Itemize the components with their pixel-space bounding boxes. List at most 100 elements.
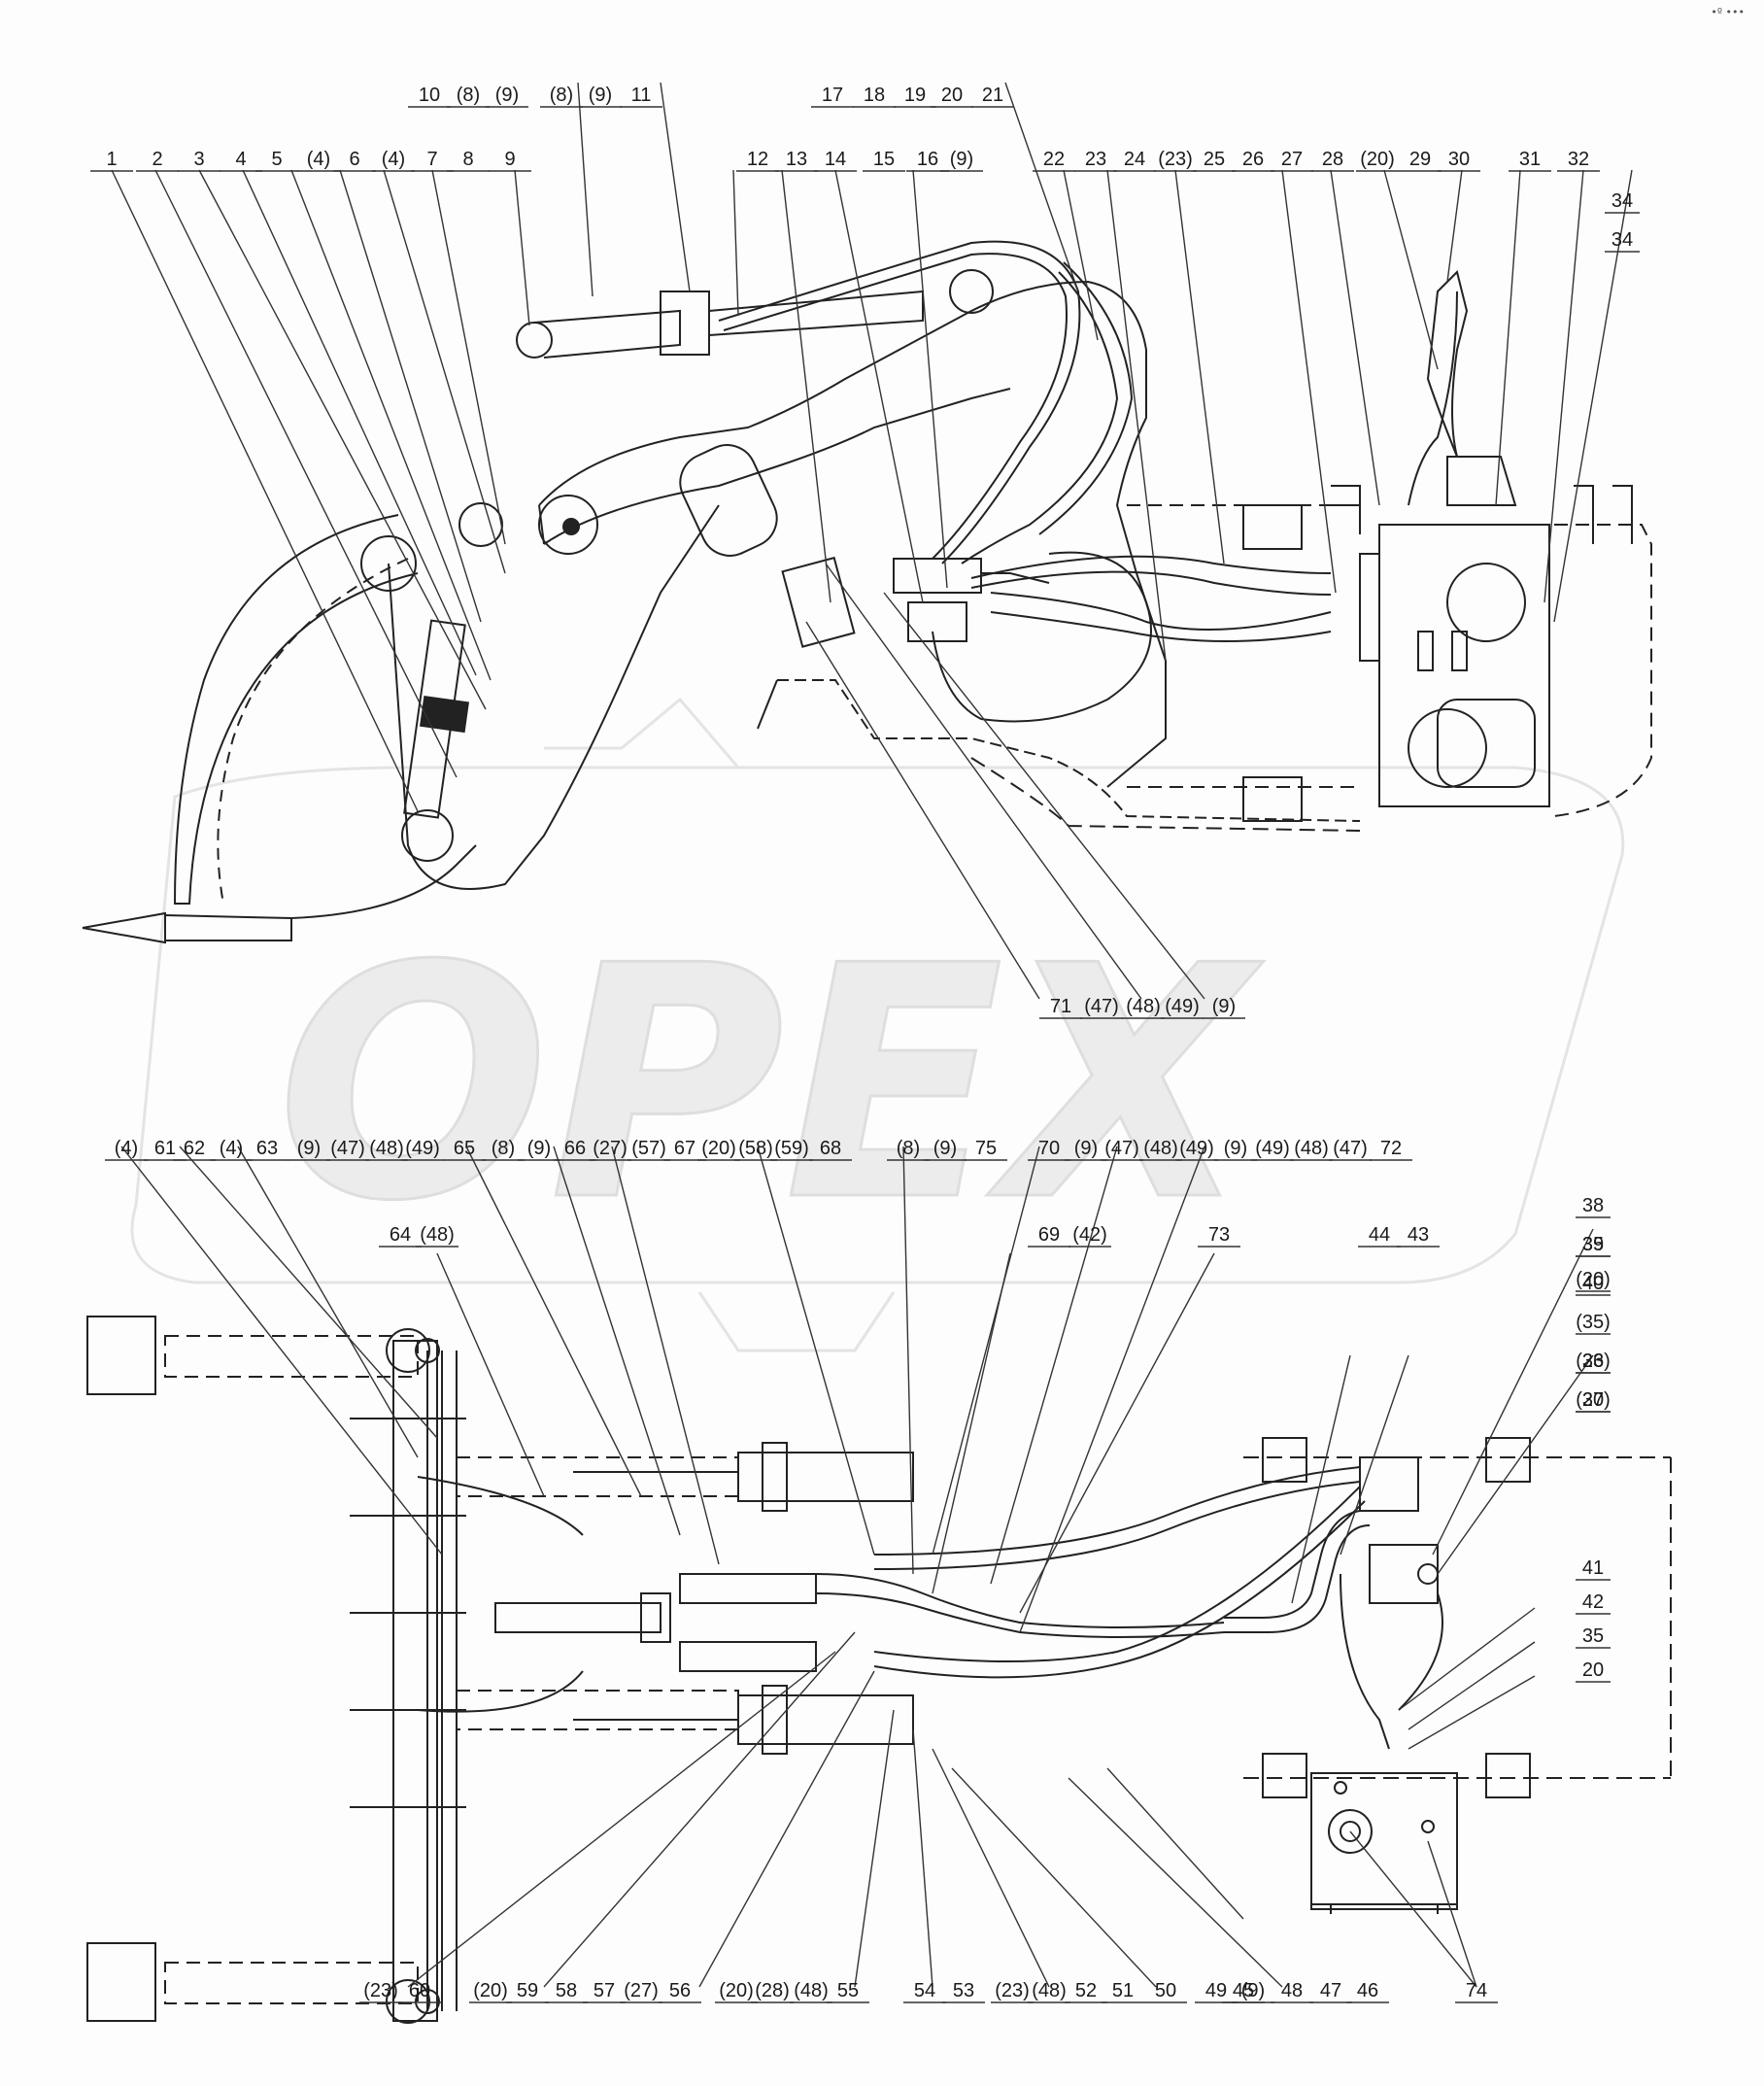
upper-callout-row2-label: 6 (349, 149, 359, 170)
lower-callout-col-label: (35) (1576, 1312, 1611, 1333)
lower-callout-top-label: (49) (1255, 1138, 1290, 1159)
lower-callout-bottom-label: (23) (363, 1980, 398, 2001)
upper-callout-row2-label: (23) (1158, 149, 1193, 170)
lower-callout-top-label: (47) (1333, 1138, 1368, 1159)
lower-callout-top-label: (9) (527, 1138, 551, 1159)
lower-callout-bottom-label: 52 (1075, 1980, 1097, 2001)
lower-callout-bottom-label: (20) (473, 1980, 508, 2001)
lower-callout-bottom-label: 54 (914, 1980, 935, 2001)
lower-callout-top-label: (8) (492, 1138, 515, 1159)
lower-callout-top-label: (58) (738, 1138, 773, 1159)
lower-callout-top-label: 66 (564, 1138, 586, 1159)
upper-callout-row1-label: 19 (904, 85, 926, 106)
lower-callout-bottom-label: 46 (1357, 1980, 1378, 2001)
lower-callout-top-label: (8) (897, 1138, 920, 1159)
upper-callout-row1-label: 17 (822, 85, 843, 106)
leader-lines (111, 82, 1633, 1988)
lower-callout-bottom-label: 49 (1205, 1980, 1227, 2001)
upper-callout-row2-label: 15 (873, 149, 895, 170)
upper-callout-row2-label: 1 (106, 149, 117, 170)
upper-callout-row2-label: 29 (1409, 149, 1431, 170)
upper-callout-row1-label: 11 (631, 85, 652, 106)
lower-callout-top-label: (9) (1224, 1138, 1247, 1159)
upper-callout-bottom-label: 71 (1050, 996, 1071, 1017)
lower-callout-top-label: (9) (297, 1138, 321, 1159)
lower-callout-top-label: 65 (454, 1138, 475, 1159)
lower-callout-top-label: (59) (774, 1138, 809, 1159)
upper-callout-row1-label: (9) (495, 85, 519, 106)
lower-top-view (86, 1316, 1672, 2024)
lower-callout-col-label: 37 (1582, 1389, 1604, 1411)
upper-callout-bottom-label: (48) (1126, 996, 1161, 1017)
lower-callout-mid-label: 44 (1369, 1224, 1390, 1246)
lower-callout-col-label: 39 (1582, 1234, 1604, 1255)
upper-callout-row2-label: 13 (786, 149, 807, 170)
upper-callout-row1-label: (8) (457, 85, 480, 106)
upper-callout-row2-label: 16 (917, 149, 938, 170)
lower-callout-bottom-label: (48) (1032, 1980, 1067, 2001)
lower-callout-top-label: (20) (701, 1138, 736, 1159)
lower-callout-bottom-label: 45 (1233, 1980, 1254, 2001)
lower-callout-top-label: 63 (256, 1138, 278, 1159)
lower-callout-col-label: (20) (1576, 1389, 1611, 1411)
lower-callout-top-label: 61 (154, 1138, 176, 1159)
lower-callout-col-label: (20) (1576, 1269, 1611, 1290)
lower-callout-top-label: (49) (1179, 1138, 1214, 1159)
lower-callout-bottom-label: 56 (669, 1980, 691, 2001)
lower-callout-bottom-label: (27) (624, 1980, 659, 2001)
lower-callout-top-label: (48) (1143, 1138, 1178, 1159)
upper-callout-row2-label: 24 (1124, 149, 1145, 170)
lower-callout-top-label: 70 (1038, 1138, 1060, 1159)
upper-callout-row2-label: 3 (193, 149, 204, 170)
lower-callout-bottom-label: (23) (995, 1980, 1030, 2001)
lower-callout-col-label: 20 (1582, 1659, 1604, 1681)
lower-callout-bottom-label: 60 (409, 1980, 430, 2001)
lower-callout-top-label: 68 (820, 1138, 841, 1159)
upper-callout-row1-label: 10 (419, 85, 440, 106)
lower-callout-col-label: 41 (1582, 1557, 1604, 1579)
lower-callout-bottom-label: 74 (1466, 1980, 1487, 2001)
lower-callout-top-label: 75 (975, 1138, 997, 1159)
lower-callout-top-label: 62 (184, 1138, 205, 1159)
lower-callout-bottom-label: 47 (1320, 1980, 1341, 2001)
page-marker: •º ••• (1711, 6, 1745, 18)
upper-callout-row2-label: 27 (1281, 149, 1303, 170)
upper-callout-bottom-label: (49) (1165, 996, 1200, 1017)
upper-callout-row2-label: 5 (271, 149, 282, 170)
upper-callout-row1-label: 18 (864, 85, 885, 106)
upper-callout-row1-label: 21 (982, 85, 1003, 106)
upper-side-view (82, 240, 1652, 944)
upper-callout-row1-label: (8) (550, 85, 573, 106)
upper-callout-row2-label: 26 (1242, 149, 1264, 170)
lower-callout-top-label: (57) (631, 1138, 666, 1159)
lower-callout-bottom-label: 58 (556, 1980, 577, 2001)
lower-callout-bottom-label: 51 (1112, 1980, 1134, 2001)
upper-callout-col-label: 34 (1611, 229, 1633, 251)
upper-callout-row2-label: 30 (1448, 149, 1470, 170)
lower-callout-mid-label: (48) (420, 1224, 455, 1246)
lower-callout-col-label: 42 (1582, 1591, 1604, 1613)
upper-callout-row2-label: 23 (1085, 149, 1106, 170)
lower-callout-bottom-label: 59 (517, 1980, 538, 2001)
lower-callout-top-label: (47) (330, 1138, 365, 1159)
lower-callout-bottom-label: (20) (719, 1980, 754, 2001)
lower-callout-col-label: (23) (1576, 1351, 1611, 1372)
lower-callout-top-label: (47) (1104, 1138, 1139, 1159)
lower-callout-top-label: (9) (1074, 1138, 1098, 1159)
lower-callout-bottom-label: 55 (837, 1980, 859, 2001)
upper-callout-row2-label: 8 (462, 149, 473, 170)
upper-callout-row2-label: 12 (747, 149, 768, 170)
upper-callout-col-label: 34 (1611, 190, 1633, 212)
lower-callout-top-label: (48) (369, 1138, 404, 1159)
lower-callout-bottom-label: 48 (1281, 1980, 1303, 2001)
upper-callout-row2-label: 4 (235, 149, 246, 170)
lower-callout-bottom-label: (28) (755, 1980, 790, 2001)
upper-callout-row1-label: 20 (941, 85, 963, 106)
lower-callout-col-label: 38 (1582, 1195, 1604, 1216)
opex-watermark: OPEX (130, 697, 1625, 1352)
lower-callout-top-label: (27) (593, 1138, 628, 1159)
lower-callout-top-label: (48) (1294, 1138, 1329, 1159)
